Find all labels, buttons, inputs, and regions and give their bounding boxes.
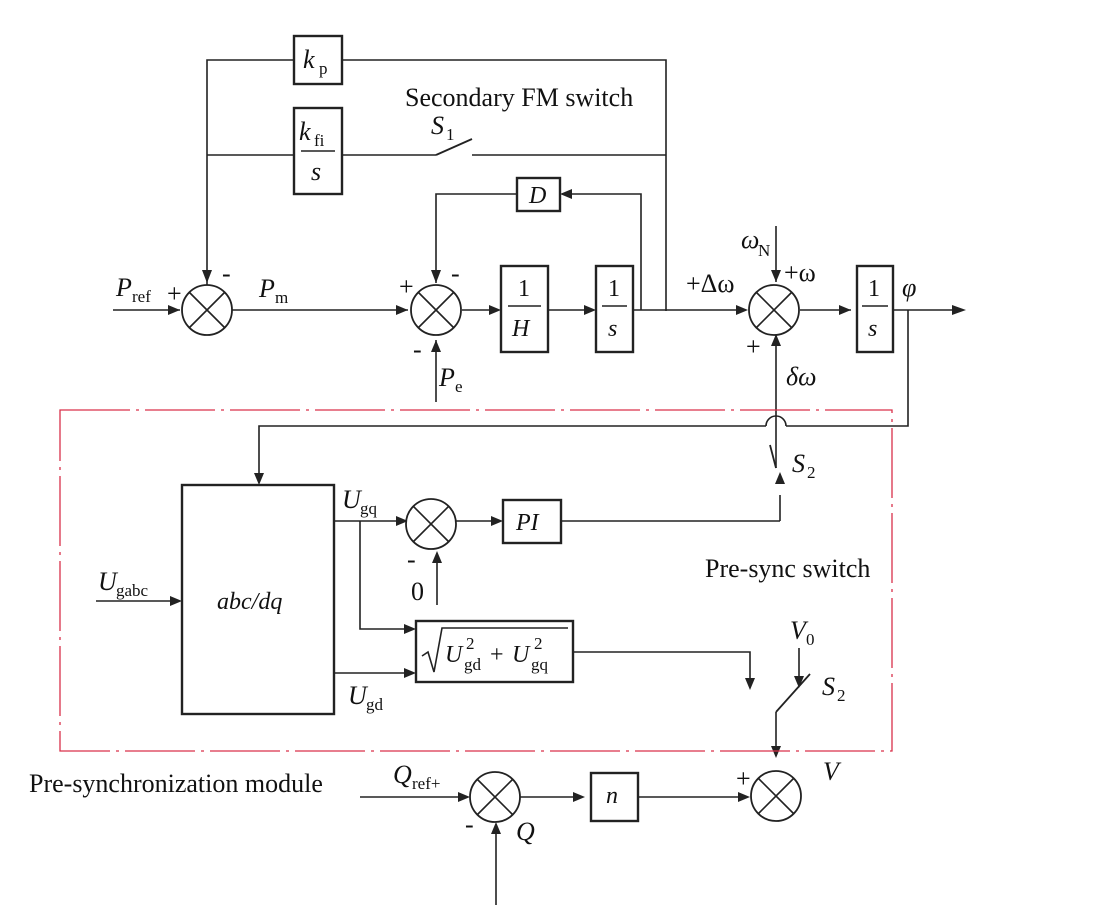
kp-block: k p <box>292 34 344 86</box>
pi-controller-block: PI <box>501 498 563 545</box>
svg-text:U: U <box>512 642 531 668</box>
svg-text:p: p <box>319 59 328 78</box>
svg-text:-: - <box>465 810 474 839</box>
label-u-gabc: U gabc <box>98 567 149 600</box>
svg-text:k: k <box>303 45 315 74</box>
svg-text:gd: gd <box>464 655 482 674</box>
svg-text:gq: gq <box>360 499 378 518</box>
svg-text:-: - <box>407 545 416 574</box>
svg-text:1: 1 <box>868 276 880 302</box>
svg-text:U: U <box>98 567 119 596</box>
svg-text:S: S <box>431 111 444 140</box>
label-plus-omega: +ω <box>784 258 816 287</box>
svg-text:U: U <box>348 681 369 710</box>
svg-text:S: S <box>822 672 835 701</box>
svg-text:H: H <box>511 316 531 342</box>
label-q-ref: Q ref+ <box>393 760 440 793</box>
svg-text:U: U <box>342 485 363 514</box>
svg-text:+: + <box>490 642 504 668</box>
pre-sync-switch-caption: Pre-sync switch <box>705 554 870 583</box>
svg-text:P: P <box>258 274 275 303</box>
damping-block: D <box>515 176 562 213</box>
svg-text:V: V <box>790 616 809 645</box>
abc-dq-transform-block: abc/dq <box>180 483 336 716</box>
svg-text:D: D <box>528 183 546 209</box>
label-u-gd: U gd <box>348 681 384 714</box>
svg-text:s: s <box>608 316 617 342</box>
svg-text:k: k <box>299 117 311 146</box>
svg-text:gd: gd <box>366 695 384 714</box>
svg-text:+: + <box>399 272 414 301</box>
integrator-block-2: 1 s <box>855 264 895 354</box>
pre-sync-module-caption: Pre-synchronization module <box>29 769 323 798</box>
sum-signs: + - + - - + - + - <box>167 259 761 839</box>
voltage-magnitude-block: U 2 gd + U 2 gq <box>414 619 575 684</box>
integrator-block-1: 1 s <box>594 264 635 354</box>
svg-text:0: 0 <box>806 630 815 649</box>
label-omega-n: ω N <box>741 225 770 260</box>
svg-text:s: s <box>311 157 321 186</box>
svg-text:fi: fi <box>314 131 325 150</box>
inverse-inertia-block: 1 H <box>499 264 550 354</box>
svg-text:ref+: ref+ <box>412 774 440 793</box>
svg-text:-: - <box>222 259 231 288</box>
sum-junction-3 <box>748 284 800 336</box>
svg-text:1: 1 <box>518 276 530 302</box>
svg-text:+: + <box>167 279 182 308</box>
label-zero-input: 0 <box>411 577 424 606</box>
label-p-m: P m <box>258 274 288 307</box>
pre-sync-module-frame <box>59 409 893 752</box>
label-u-gq: U gq <box>342 485 378 518</box>
svg-text:ω: ω <box>741 225 759 254</box>
s2-switch-top: S 2 <box>769 444 816 482</box>
sum-junction-1 <box>181 284 233 336</box>
svg-text:P: P <box>115 273 132 302</box>
svg-text:2: 2 <box>534 634 543 653</box>
s2-switch-bottom: S 2 <box>775 672 846 713</box>
svg-text:m: m <box>275 288 288 307</box>
label-p-e: P e <box>438 363 463 396</box>
sum-junction-2 <box>410 284 462 336</box>
svg-text:P: P <box>438 363 455 392</box>
svg-text:+: + <box>736 764 751 793</box>
svg-text:gabc: gabc <box>116 581 149 600</box>
secondary-fm-switch-caption: Secondary FM switch <box>405 83 633 112</box>
svg-text:ref: ref <box>132 287 151 306</box>
svg-text:1: 1 <box>608 276 620 302</box>
svg-text:S: S <box>792 449 805 478</box>
svg-text:e: e <box>455 377 463 396</box>
svg-text:2: 2 <box>466 634 475 653</box>
label-phi: φ <box>902 273 916 302</box>
kfi-block: k fi s <box>292 106 344 196</box>
svg-text:-: - <box>451 259 460 288</box>
svg-text:U: U <box>445 642 464 668</box>
svg-text:N: N <box>758 241 770 260</box>
label-delta-omega: +Δω <box>686 269 735 298</box>
sum-junction-4 <box>405 498 457 550</box>
svg-text:2: 2 <box>837 686 846 705</box>
label-q: Q <box>516 817 535 846</box>
svg-text:1: 1 <box>446 125 455 144</box>
label-v: V <box>823 757 842 786</box>
svg-text:+: + <box>746 332 761 361</box>
svg-text:-: - <box>413 335 422 364</box>
svg-text:n: n <box>606 783 618 809</box>
s1-switch: S 1 <box>431 111 473 156</box>
svg-text:2: 2 <box>807 463 816 482</box>
label-p-ref: P ref <box>115 273 151 306</box>
svg-text:Q: Q <box>393 760 412 789</box>
svg-text:abc/dq: abc/dq <box>217 589 282 615</box>
sum-junction-6 <box>469 771 521 823</box>
svg-text:PI: PI <box>515 510 540 536</box>
arrowheads <box>168 189 966 834</box>
label-v0: V 0 <box>790 616 815 649</box>
svg-text:s: s <box>868 316 877 342</box>
gain-n-block: n <box>589 771 640 823</box>
wire-crossing-hop <box>765 415 787 427</box>
svg-text:gq: gq <box>531 655 549 674</box>
sum-junction-5 <box>750 770 802 822</box>
label-small-delta-omega: δω <box>786 362 816 391</box>
